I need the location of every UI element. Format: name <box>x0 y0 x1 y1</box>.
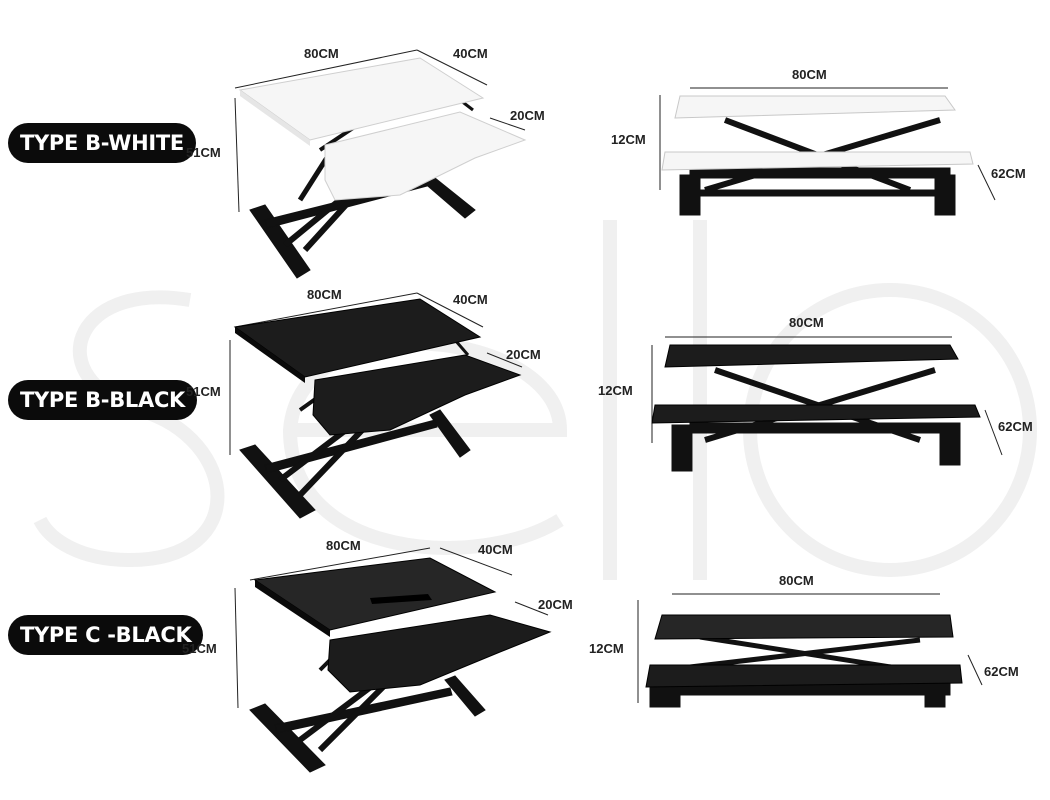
type-label-b-black: TYPE B-BLACK <box>8 380 198 420</box>
side-depth-label: 62CM <box>991 166 1026 181</box>
front-height-label: 51CM <box>186 384 221 399</box>
keyboard-tray <box>661 151 974 171</box>
side-width-label: 80CM <box>789 315 824 330</box>
side-width-label: 80CM <box>779 573 814 588</box>
desk-front-view-b-white <box>234 49 527 279</box>
front-height-label: 51CM <box>182 641 217 656</box>
front-width-label: 80CM <box>326 538 361 553</box>
side-height-label: 12CM <box>598 383 633 398</box>
front-width-label: 80CM <box>304 46 339 61</box>
side-height-label: 12CM <box>611 132 646 147</box>
desk-side-view-c-black <box>637 593 983 708</box>
side-width-label: 80CM <box>792 67 827 82</box>
front-tray-label: 20CM <box>538 597 573 612</box>
desk-top <box>253 557 497 631</box>
desk-top <box>674 95 956 119</box>
front-tray-label: 20CM <box>510 108 545 123</box>
type-label-c-black: TYPE C -BLACK <box>8 615 204 655</box>
keyboard-tray <box>324 111 527 201</box>
desk-top <box>654 614 954 640</box>
side-depth-label: 62CM <box>984 664 1019 679</box>
front-depth-label: 40CM <box>453 46 488 61</box>
front-depth-label: 40CM <box>453 292 488 307</box>
keyboard-tray <box>645 664 963 688</box>
keyboard-tray <box>312 354 522 436</box>
side-height-label: 12CM <box>589 641 624 656</box>
front-tray-label: 20CM <box>506 347 541 362</box>
desk-front-view-b-black <box>229 292 523 519</box>
front-depth-label: 40CM <box>478 542 513 557</box>
keyboard-tray <box>651 404 981 424</box>
dimension-arrows <box>234 49 526 213</box>
desk-side-view-b-white <box>659 87 996 216</box>
front-width-label: 80CM <box>307 287 342 302</box>
desk-top <box>664 344 959 368</box>
keyboard-tray <box>327 614 552 693</box>
desk-side-view-b-black <box>651 336 1003 472</box>
type-label-b-white: TYPE B-WHITE <box>8 123 196 163</box>
front-height-label: 51CM <box>186 145 221 160</box>
desk-front-view-c-black <box>234 547 552 773</box>
side-depth-label: 62CM <box>998 419 1033 434</box>
